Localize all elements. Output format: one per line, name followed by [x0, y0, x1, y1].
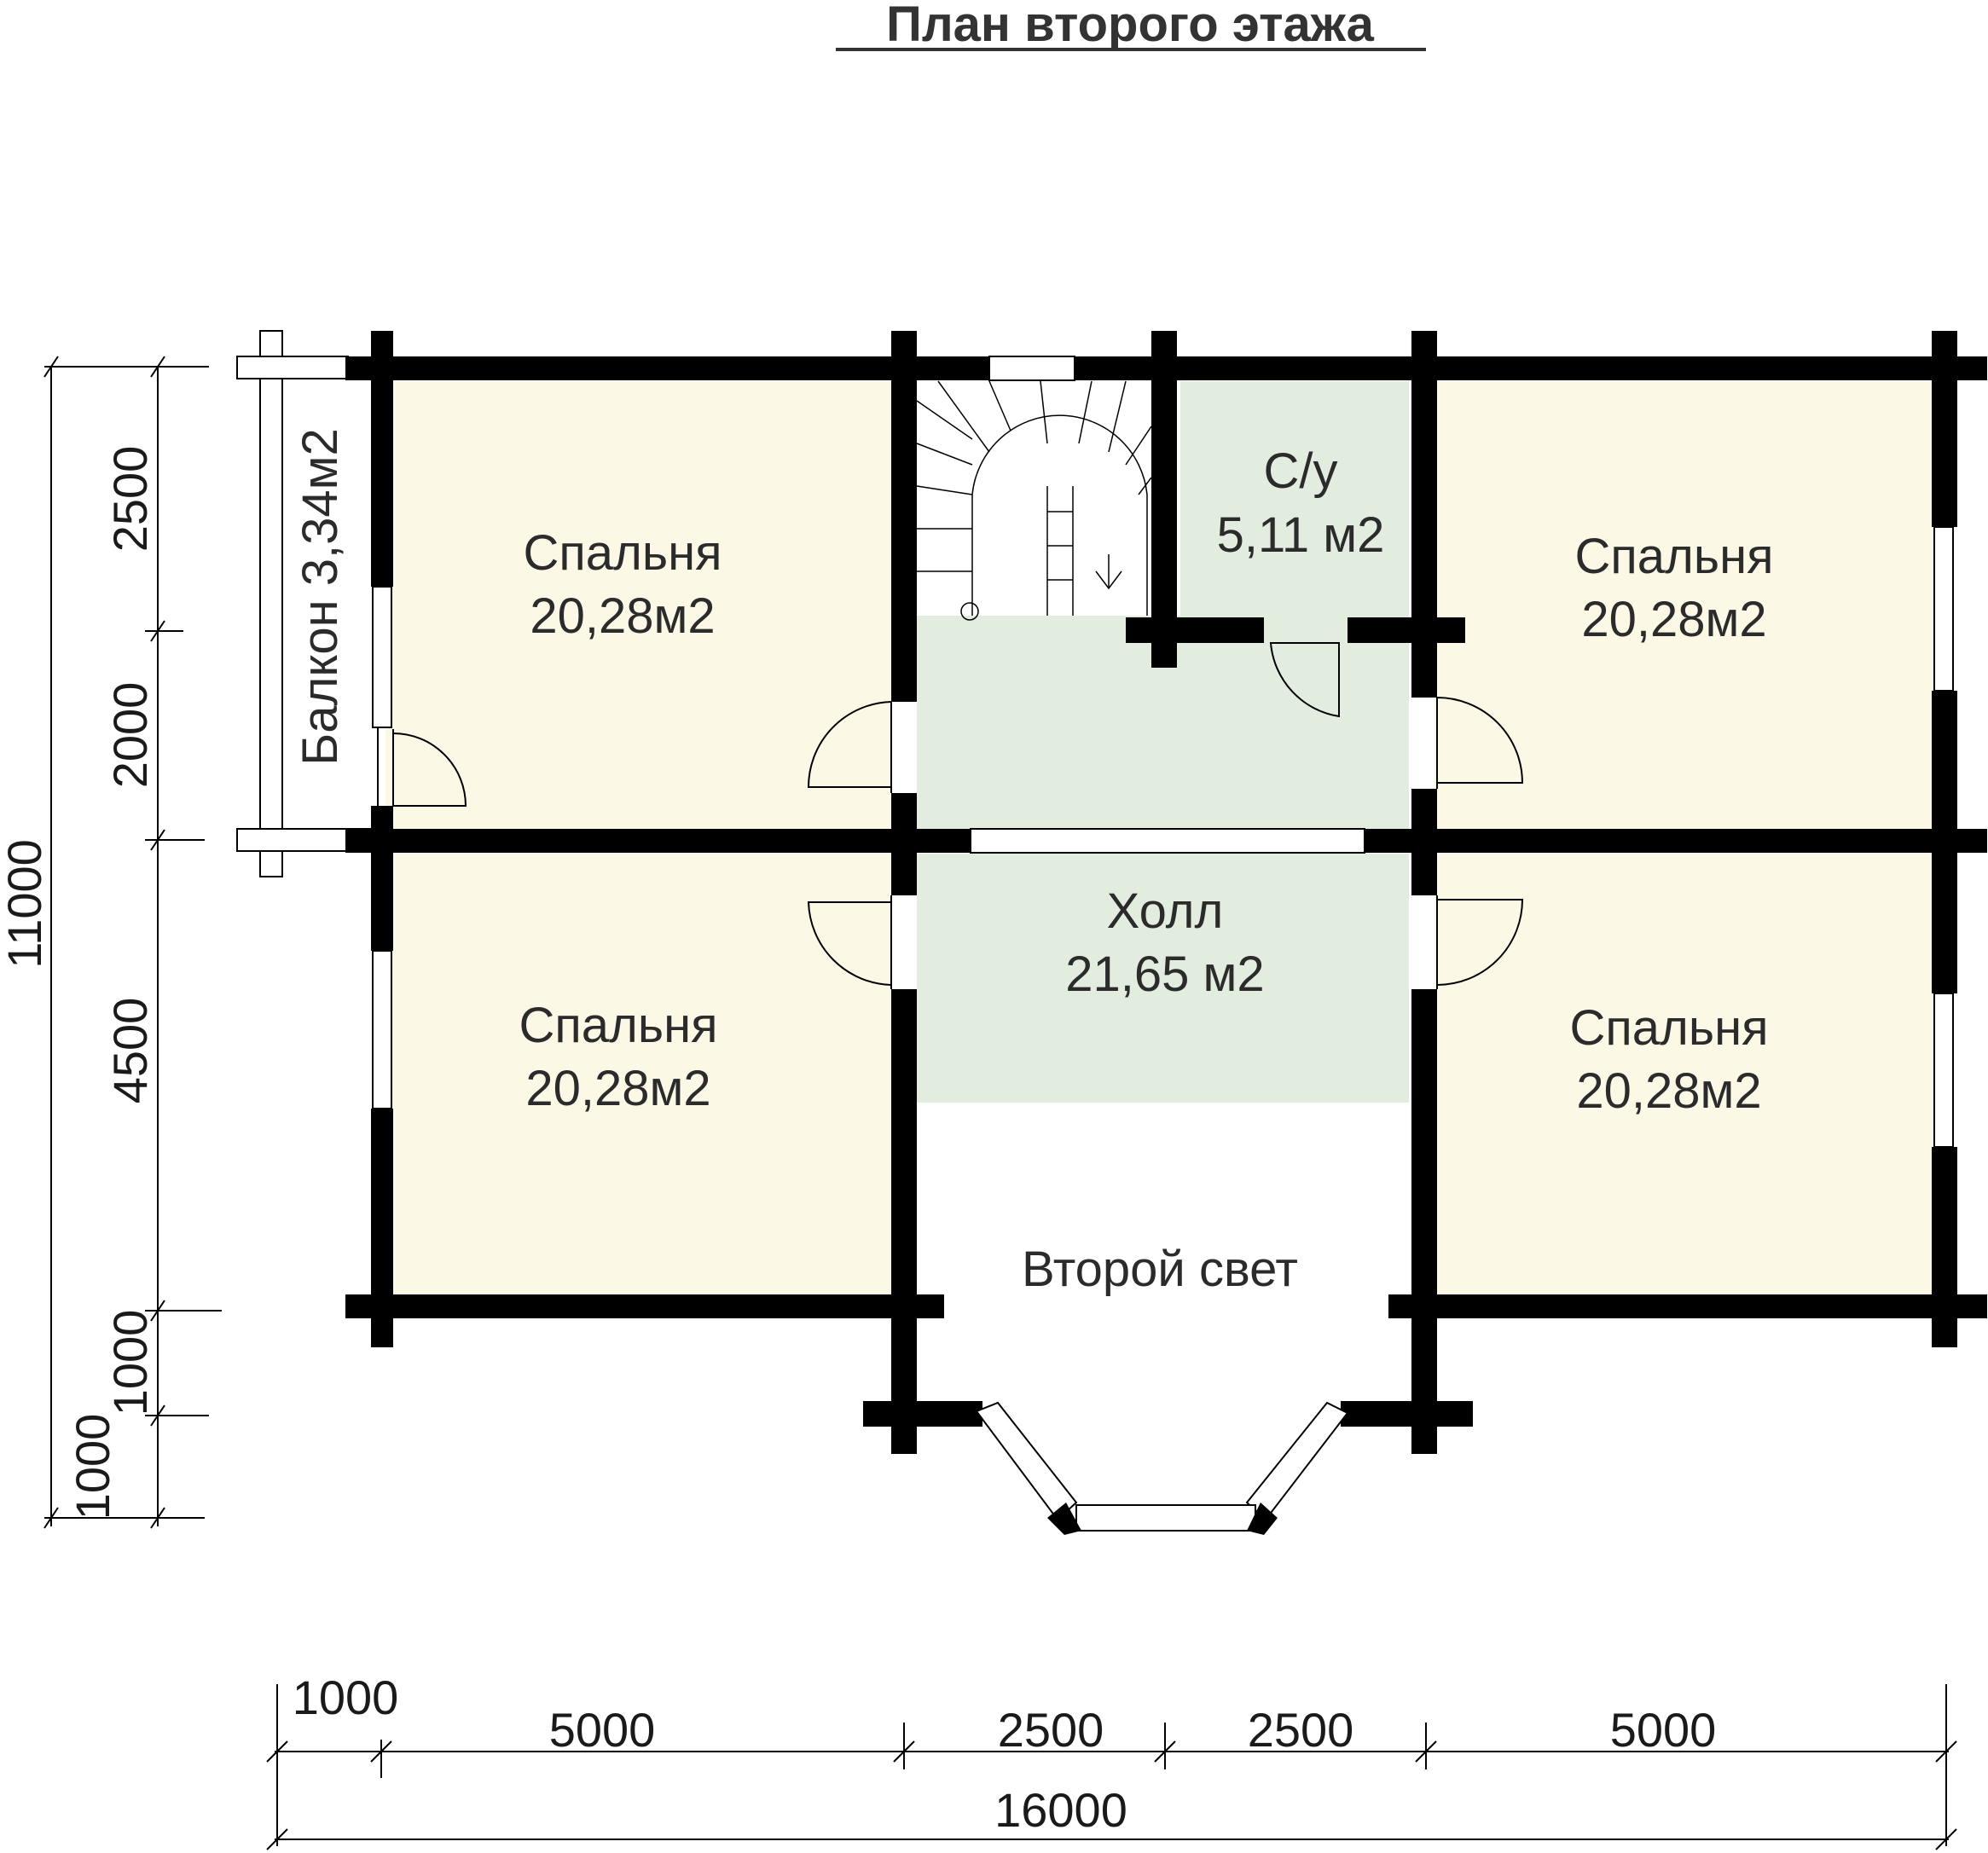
room-name: Спальня — [523, 525, 722, 581]
dim-bottom-5000-left: 5000 — [549, 1703, 656, 1757]
bedroom-bottom-left-floor — [385, 854, 891, 1294]
dim-bottom-total: 16000 — [994, 1783, 1127, 1837]
bottom-dimensions: 1000 5000 2500 2500 5000 16000 — [266, 1671, 1957, 1850]
dim-left-2500: 2500 — [103, 446, 157, 553]
bathroom-floor — [1180, 381, 1409, 616]
bathroom: С/у 5,11 м2 — [1217, 443, 1385, 563]
dim-left-total: 11000 — [0, 839, 51, 969]
hall: Холл 21,65 м2 — [1065, 883, 1264, 1002]
staircase — [916, 380, 1152, 621]
dim-bottom-5000-right: 5000 — [1610, 1703, 1717, 1757]
room-area: 20,28м2 — [530, 588, 715, 644]
room-name: Спальня — [519, 998, 717, 1053]
left-dimensions: 11000 2500 2000 4500 1000 1000 — [0, 356, 222, 1529]
bedroom-bottom-left: Спальня 20,28м2 — [519, 998, 717, 1116]
balcony — [236, 330, 379, 877]
dim-bottom-2500-right: 2500 — [1248, 1703, 1354, 1757]
dim-left-2000: 2000 — [103, 682, 157, 789]
dim-left-1000-a: 1000 — [103, 1310, 157, 1416]
bedroom-bottom-right: Спальня 20,28м2 — [1569, 1000, 1768, 1119]
dim-bottom-2500-left: 2500 — [998, 1703, 1104, 1757]
second-light-label: Второй свет — [1022, 1242, 1298, 1297]
room-area: 21,65 м2 — [1065, 947, 1264, 1002]
bedroom-top-left: Спальня 20,28м2 — [523, 525, 722, 644]
room-area: 5,11 м2 — [1217, 507, 1385, 563]
bay-window — [975, 1401, 1349, 1535]
bedroom-top-right: Спальня 20,28м2 — [1574, 529, 1773, 647]
room-name: С/у — [1264, 443, 1338, 499]
room-name: Спальня — [1569, 1000, 1768, 1056]
plan-title: План второго этажа — [886, 0, 1374, 52]
dim-bottom-1000: 1000 — [293, 1671, 399, 1724]
windows — [372, 356, 1954, 1148]
doors — [392, 642, 1524, 989]
dim-left-4500: 4500 — [103, 998, 157, 1104]
room-name: Спальня — [1574, 529, 1773, 584]
balcony-label: Балкон 3,34м2 — [293, 428, 348, 766]
room-area: 20,28м2 — [525, 1061, 710, 1116]
room-name: Холл — [1107, 883, 1224, 939]
hall-floor-lower — [917, 854, 1409, 1103]
room-area: 20,28м2 — [1576, 1063, 1761, 1119]
room-area: 20,28м2 — [1581, 592, 1766, 647]
dim-left-1000-b: 1000 — [66, 1414, 119, 1520]
walls — [345, 331, 1987, 1454]
bedroom-top-left-floor — [385, 381, 891, 833]
